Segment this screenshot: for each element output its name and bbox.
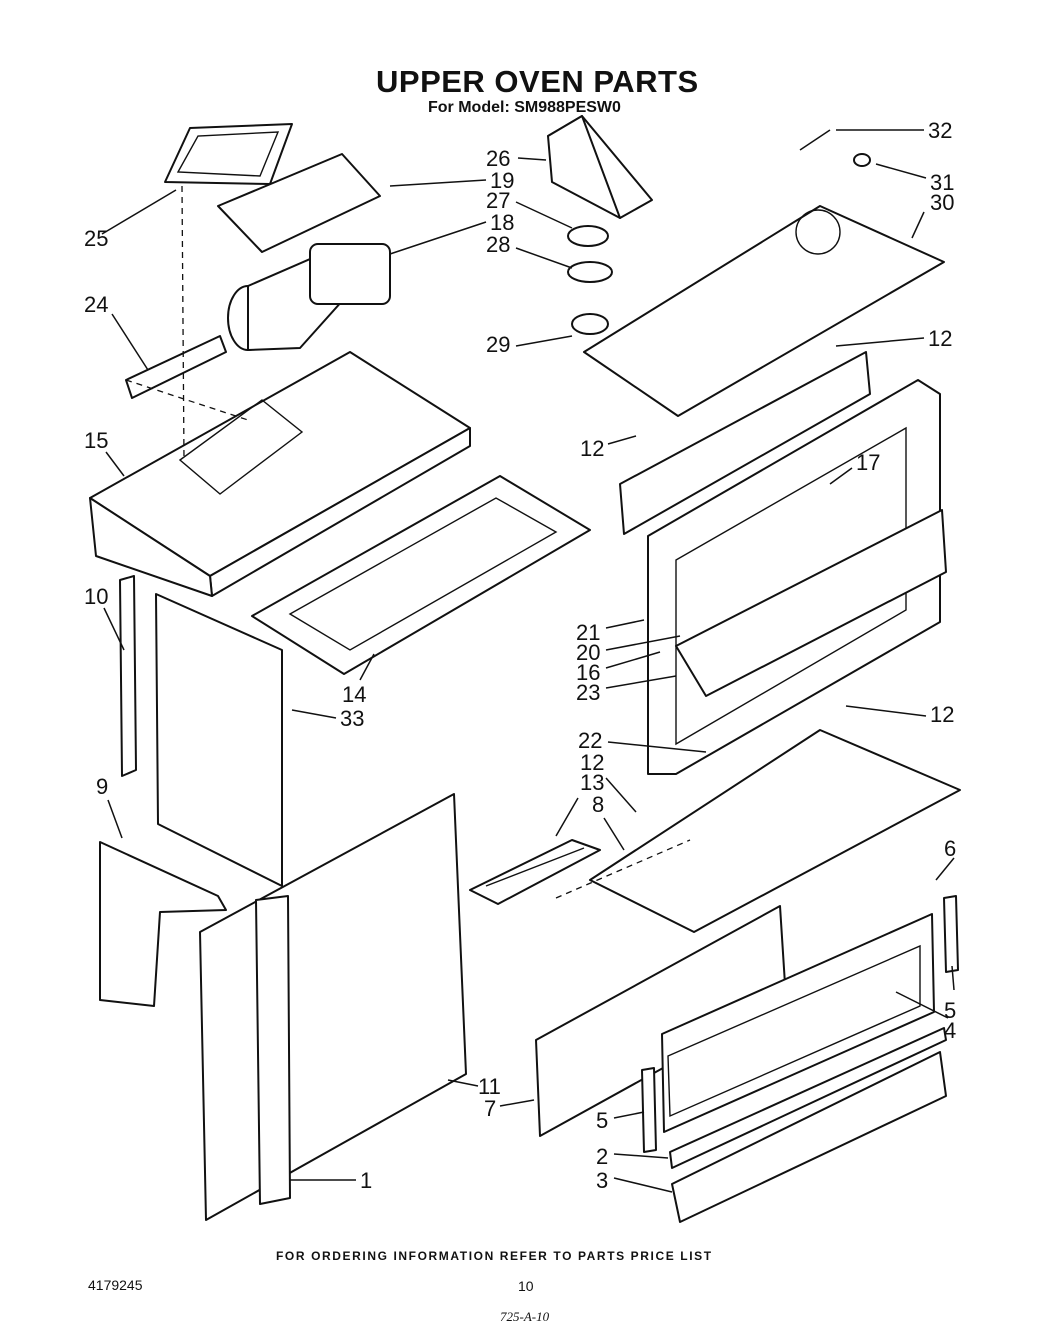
callout-9: 9: [96, 774, 108, 799]
callout-2: 2: [596, 1144, 608, 1169]
part-fan-blade: [571, 313, 609, 335]
part-fan-mount: [567, 261, 613, 283]
callout-16: 16: [576, 660, 600, 685]
callout-24: 24: [84, 292, 108, 317]
callout-17: 17: [856, 450, 880, 475]
callout-21: 21: [576, 620, 600, 645]
part-oven-top: [583, 205, 945, 417]
callout-10: 10: [84, 584, 108, 609]
part-door-window: [661, 913, 935, 1133]
part-vent-trim: [164, 123, 293, 185]
callout-5-left: 5: [596, 1108, 608, 1133]
model-line: For Model: SM988PESW0: [428, 99, 621, 116]
document-number: 4179245: [88, 1277, 143, 1293]
callout-23: 23: [576, 680, 600, 705]
callout-12-top: 12: [928, 326, 952, 351]
part-clip-right: [943, 895, 959, 973]
part-oven-bottom: [589, 729, 961, 933]
callout-31: 31: [930, 170, 954, 195]
callout-8: 8: [592, 792, 604, 817]
part-trim-strip: [669, 1027, 947, 1169]
ordering-note: FOR ORDERING INFORMATION REFER TO PARTS …: [276, 1249, 713, 1263]
callout-29: 29: [486, 332, 510, 357]
callout-11: 11: [478, 1074, 501, 1099]
callout-33: 33: [340, 706, 364, 731]
callout-1: 1: [360, 1168, 372, 1193]
callout-labels: 32 26 19 31 30 27 25 18 28 24 29 12 15 1…: [84, 118, 956, 1193]
part-post: [255, 895, 291, 1205]
page-title: UPPER OVEN PARTS: [376, 64, 699, 99]
page-number: 10: [518, 1278, 534, 1294]
callout-20: 20: [576, 640, 600, 665]
callout-12-lower: 12: [580, 750, 604, 775]
part-damper-motor: [567, 225, 609, 247]
part-bottom-channel: [671, 1051, 947, 1223]
sheet-code: 725-A-10: [500, 1309, 550, 1324]
callout-6: 6: [944, 836, 956, 861]
callout-5-right: 5: [944, 998, 956, 1023]
parts-artwork: [89, 115, 961, 1223]
callout-13: 13: [580, 770, 604, 795]
callout-27: 27: [486, 188, 510, 213]
callout-22: 22: [578, 728, 602, 753]
callout-3: 3: [596, 1168, 608, 1193]
leader-lines: [101, 129, 955, 1193]
part-trim-rail: [675, 509, 947, 697]
callout-12-upper-left: 12: [580, 436, 604, 461]
callout-28: 28: [486, 232, 510, 257]
part-side-plate: [125, 335, 227, 399]
part-side-panel: [155, 593, 283, 887]
part-cover-plate: [217, 153, 381, 253]
part-duct: [547, 115, 653, 219]
callout-26: 26: [486, 146, 510, 171]
vent-opening: [795, 209, 841, 255]
callout-19: 19: [490, 168, 514, 193]
part-bracket: [99, 841, 227, 1007]
part-top-panel: [89, 351, 471, 597]
part-clip-left: [641, 1067, 657, 1153]
callout-18: 18: [490, 210, 514, 235]
part-frame: [251, 475, 591, 675]
part-strip: [119, 575, 137, 777]
part-control-strip: [619, 351, 871, 535]
callout-25: 25: [84, 226, 108, 251]
callout-7: 7: [484, 1096, 496, 1121]
part-pin: [799, 129, 831, 151]
part-filter: [469, 839, 601, 905]
callout-15: 15: [84, 428, 108, 453]
callout-32: 32: [928, 118, 952, 143]
callout-4: 4: [944, 1018, 956, 1043]
callout-30: 30: [930, 190, 954, 215]
callout-12-right: 12: [930, 702, 954, 727]
part-blower-assembly: [227, 243, 391, 351]
callout-14: 14: [342, 682, 366, 707]
part-cap: [853, 153, 871, 167]
